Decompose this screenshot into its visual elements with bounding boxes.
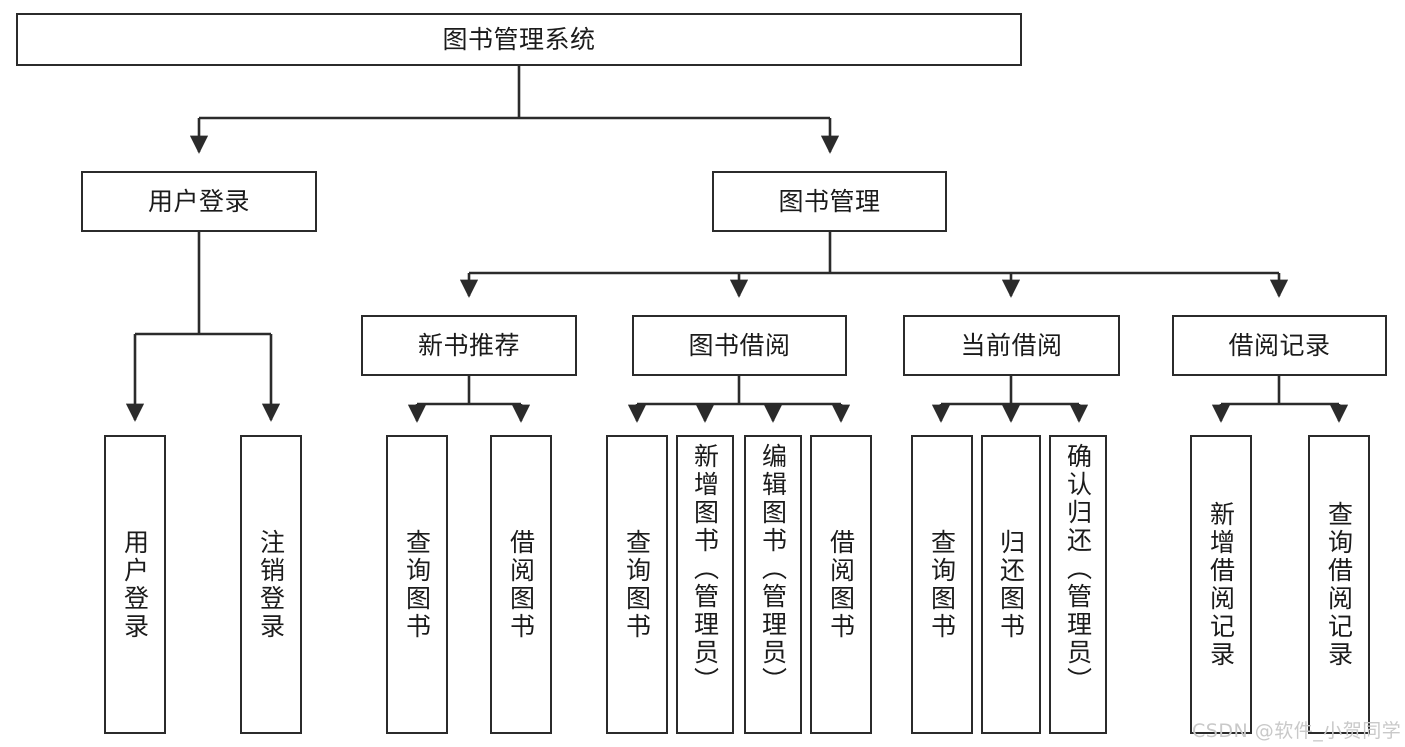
leaf-borrow-books-recommend-label: 借阅图书 bbox=[506, 528, 536, 641]
leaf-borrow-books-recommend[interactable]: 借阅图书 bbox=[490, 435, 552, 734]
leaf-query-borrow-record[interactable]: 查询借阅记录 bbox=[1308, 435, 1370, 734]
node-user-login[interactable]: 用户登录 bbox=[81, 171, 317, 232]
node-borrow-records-label: 借阅记录 bbox=[1228, 330, 1331, 360]
leaf-borrow-books-borrow[interactable]: 借阅图书 bbox=[810, 435, 872, 734]
leaf-user-login[interactable]: 用户登录 bbox=[104, 435, 166, 734]
leaf-return-books[interactable]: 归还图书 bbox=[981, 435, 1041, 734]
leaf-borrow-books-borrow-label: 借阅图书 bbox=[826, 528, 856, 641]
leaf-query-books-borrow-label: 查询图书 bbox=[622, 528, 652, 641]
node-new-book-recommend[interactable]: 新书推荐 bbox=[361, 315, 577, 376]
leaf-confirm-return-admin[interactable]: 确认归还（管理员） bbox=[1049, 435, 1107, 734]
watermark: CSDN @软件_小贺同学 bbox=[1192, 720, 1402, 742]
node-borrow-records[interactable]: 借阅记录 bbox=[1172, 315, 1387, 376]
leaf-add-borrow-record[interactable]: 新增借阅记录 bbox=[1190, 435, 1252, 734]
leaf-query-books-recommend-label: 查询图书 bbox=[402, 528, 432, 641]
leaf-query-books-current[interactable]: 查询图书 bbox=[911, 435, 973, 734]
node-book-management-label: 图书管理 bbox=[778, 186, 881, 216]
leaf-add-book-admin[interactable]: 新增图书（管理员） bbox=[676, 435, 734, 734]
node-user-login-label: 用户登录 bbox=[147, 186, 250, 216]
leaf-logout-label: 注销登录 bbox=[256, 528, 286, 641]
leaf-confirm-return-admin-label: 确认归还（管理员） bbox=[1063, 443, 1093, 695]
node-book-borrow[interactable]: 图书借阅 bbox=[632, 315, 847, 376]
leaf-logout[interactable]: 注销登录 bbox=[240, 435, 302, 734]
leaf-add-book-admin-label: 新增图书（管理员） bbox=[690, 443, 720, 695]
node-current-borrow-label: 当前借阅 bbox=[960, 330, 1063, 360]
node-book-management[interactable]: 图书管理 bbox=[712, 171, 947, 232]
leaf-user-login-label: 用户登录 bbox=[120, 528, 150, 641]
leaf-add-borrow-record-label: 新增借阅记录 bbox=[1206, 500, 1236, 669]
leaf-query-books-current-label: 查询图书 bbox=[927, 528, 957, 641]
node-root-label: 图书管理系统 bbox=[442, 24, 596, 54]
node-root[interactable]: 图书管理系统 bbox=[16, 13, 1022, 66]
leaf-edit-book-admin-label: 编辑图书（管理员） bbox=[758, 443, 788, 695]
leaf-query-books-recommend[interactable]: 查询图书 bbox=[386, 435, 448, 734]
node-current-borrow[interactable]: 当前借阅 bbox=[903, 315, 1120, 376]
leaf-return-books-label: 归还图书 bbox=[996, 528, 1026, 641]
node-new-book-recommend-label: 新书推荐 bbox=[417, 330, 520, 360]
leaf-query-books-borrow[interactable]: 查询图书 bbox=[606, 435, 668, 734]
leaf-query-borrow-record-label: 查询借阅记录 bbox=[1324, 500, 1354, 669]
leaf-edit-book-admin[interactable]: 编辑图书（管理员） bbox=[744, 435, 802, 734]
node-book-borrow-label: 图书借阅 bbox=[688, 330, 791, 360]
